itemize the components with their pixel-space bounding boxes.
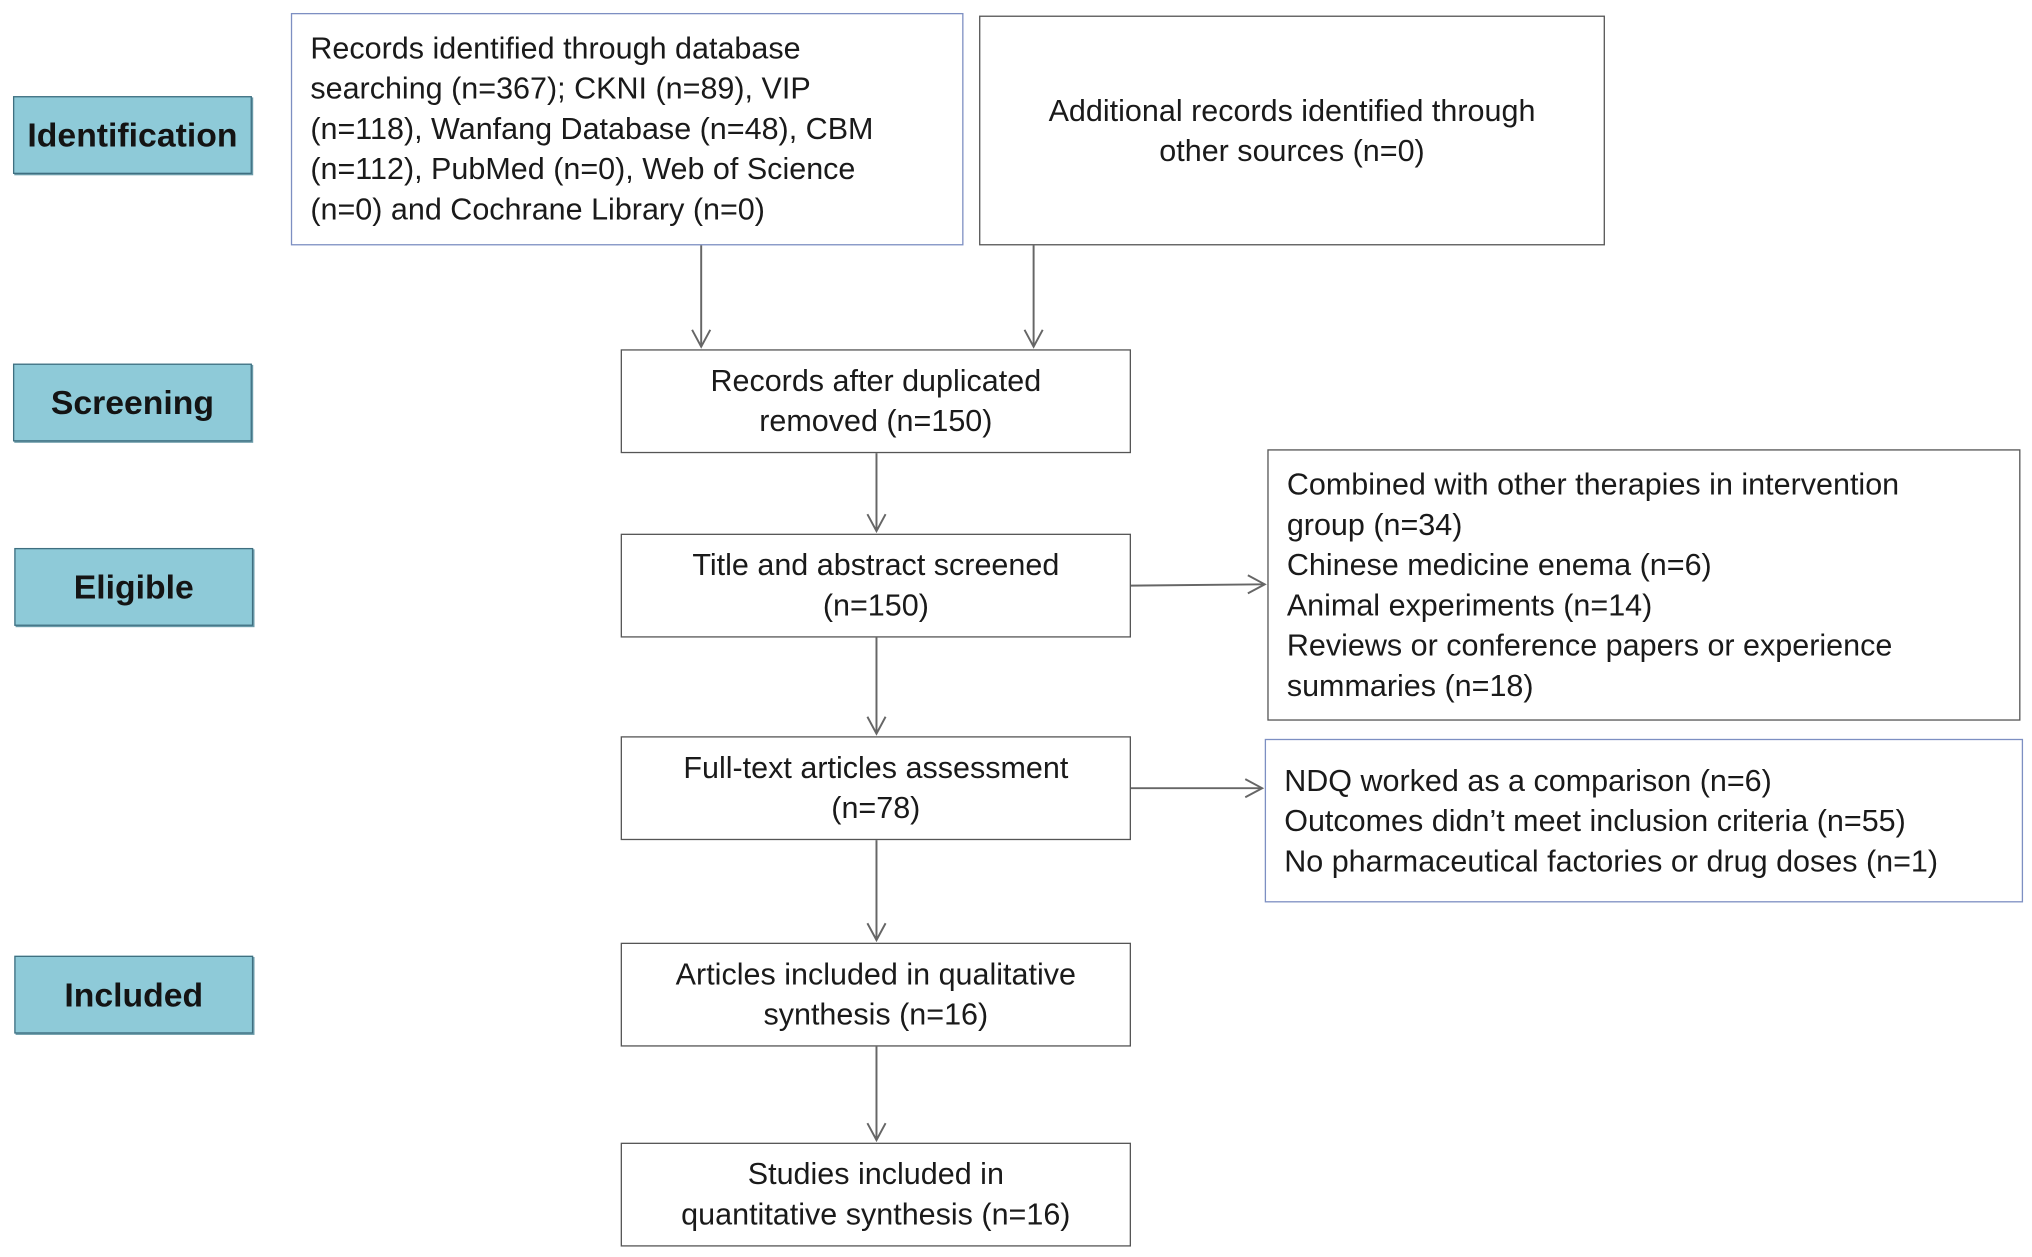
other-sources-box: Additional records identified through oth… [979,15,1605,246]
box-text-line: Full-text articles assessment [683,750,1069,785]
database-search-box: Records identified through database searc… [290,12,964,246]
box-text-line: (n=150) [822,588,929,622]
box-text-line: synthesis (n=16) [763,997,989,1032]
box-text-line: removed (n=150) [759,403,993,438]
arrow-duplicates-to-title [866,453,887,534]
stage-eligible: Eligible [14,547,254,626]
arrow-database-to-duplicates [691,245,712,349]
stage-screening: Screening [12,363,252,442]
box-text-line: Chinese medicine enema (n=6) [1286,547,1712,582]
box-text-line: (n=78) [831,790,921,825]
box-text-line: Additional records identified through [1048,92,1536,127]
box-text-line: Studies included in [747,1156,1004,1191]
box-text-line: Combined with other therapies in interve… [1286,466,1900,501]
arrow-fulltext-to-qualitative [866,840,887,943]
box-text-line: (n=0) and Cochrane Library (n=0) [310,192,765,226]
box-text-line: other sources (n=0) [1159,133,1425,167]
box-text-line: group (n=34) [1286,507,1463,541]
excluded-fulltext-box: NDQ worked as a comparison (n=6) Outcomes… [1264,738,2024,903]
box-text-line: quantitative synthesis (n=16) [681,1197,1071,1231]
box-text-line: Animal experiments (n=14) [1286,587,1653,622]
box-text-line: Articles included in qualitative [675,956,1076,991]
box-text-line: summaries (n=18) [1286,668,1534,702]
arrow-qualitative-to-quantitative [866,1046,887,1143]
arrow-title-to-fulltext [866,637,887,736]
title-abstract-box: Title and abstract screened (n=150) [620,533,1131,638]
arrow-fulltext-to-excluded [1130,778,1265,799]
box-text-line: (n=118), Wanfang Database (n=48), CBM [310,111,874,146]
stage-identification: Identification [12,96,252,174]
box-text-line: Records identified through database [310,31,801,65]
box-text-line: No pharmaceutical factories or drug dose… [1284,843,1939,878]
quantitative-synthesis-box: Studies included in quantitative synthesi… [620,1142,1131,1247]
box-text-line: Records after duplicated [710,363,1042,398]
arrow-other-to-duplicates [1023,245,1044,349]
box-text-line: (n=112), PubMed (n=0), Web of Science [310,151,856,186]
box-text-line: Outcomes didn’t meet inclusion criteria … [1284,803,1906,837]
box-text-line: searching (n=367); CKNI (n=89), VIP [310,71,811,106]
box-text-line: NDQ worked as a comparison (n=6) [1284,762,1772,797]
stage-included: Included [14,955,254,1034]
arrow-title-to-excluded [1130,574,1267,595]
full-text-box: Full-text articles assessment (n=78) [620,736,1131,841]
qualitative-synthesis-box: Articles included in qualitative synthesi… [620,942,1131,1047]
box-text-line: Reviews or conference papers or experien… [1286,627,1893,662]
excluded-screening-box: Combined with other therapies in interve… [1267,449,2021,721]
after-duplicates-box: Records after duplicated removed (n=150) [620,349,1131,454]
box-text-line: Title and abstract screened [692,547,1060,582]
